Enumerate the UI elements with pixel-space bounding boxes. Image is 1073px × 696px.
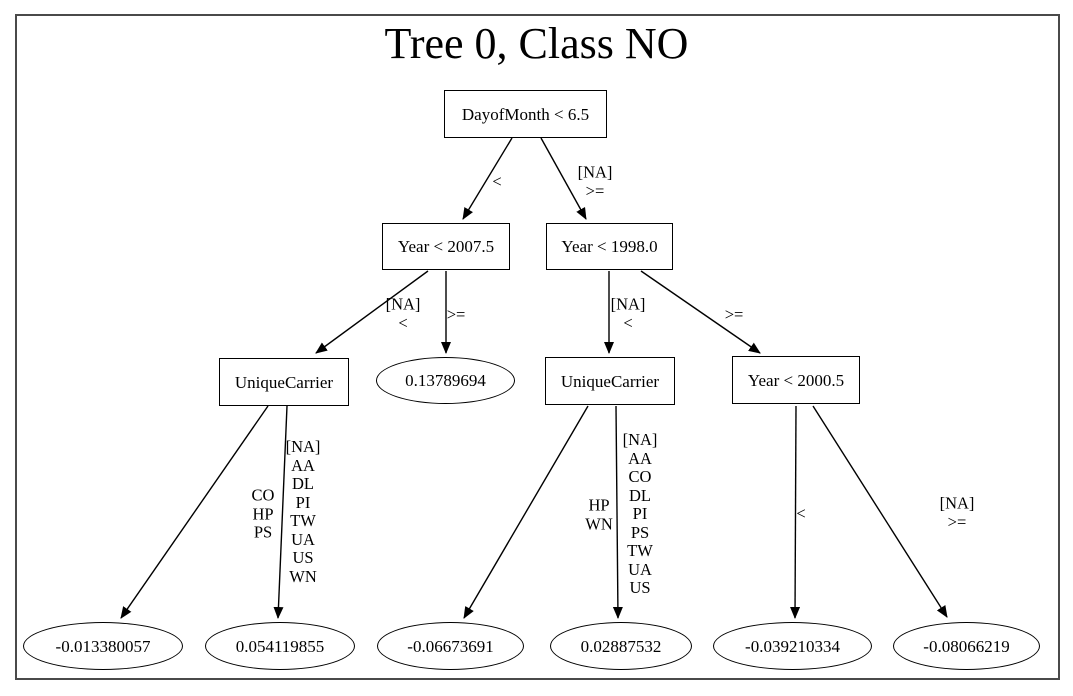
edge-label-y1998-ge: >=: [724, 304, 744, 324]
edge-label-y2007-lt: [NA] <: [385, 294, 421, 332]
leaf-node-n008066219: -0.08066219: [893, 622, 1040, 670]
node-root-dayofmonth: DayofMonth < 6.5: [444, 90, 607, 138]
figure-title: Tree 0, Class NO: [384, 19, 689, 68]
edge-carrier-left-b: [273, 405, 288, 619]
edge-root-ge: [540, 137, 587, 220]
edge-label-y2007-ge: >=: [446, 304, 466, 324]
node-split-year-2000: Year < 2000.5: [732, 356, 860, 404]
edge-label-y1998-lt: [NA] <: [610, 294, 646, 332]
edge-carrier-left-a: [120, 405, 269, 619]
edge-y2000-lt: [790, 405, 801, 619]
edge-label-y2000-ge: [NA] >=: [939, 493, 975, 531]
edge-label-y2000-lt: <: [796, 503, 806, 523]
edge-carrier-right-b: [612, 405, 623, 619]
leaf-node-013789694: 0.13789694: [376, 357, 515, 404]
edge-root-lt: [462, 137, 513, 220]
leaf-node-0054119855: 0.054119855: [205, 622, 355, 670]
edge-y1998-ge: [640, 270, 761, 354]
edge-label-carrier-left-a: CO HP PS: [251, 485, 275, 542]
edge-label-carrier-right-a: HP WN: [585, 495, 613, 533]
edge-carrier-right-a: [463, 405, 589, 619]
node-split-carrier-left: UniqueCarrier: [219, 358, 349, 406]
node-split-year-1998: Year < 1998.0: [546, 223, 673, 270]
edge-label-root-ge: [NA] >=: [577, 162, 613, 200]
leaf-node-n0039210334: -0.039210334: [713, 622, 872, 670]
edge-label-carrier-left-b: [NA] AA DL PI TW UA US WN: [285, 437, 321, 586]
leaf-node-n006673691: -0.06673691: [377, 622, 524, 670]
leaf-node-n0013380057: -0.013380057: [23, 622, 183, 670]
node-split-year-2007: Year < 2007.5: [382, 223, 510, 270]
edge-label-carrier-right-b: [NA] AA CO DL PI PS TW UA US: [622, 429, 658, 597]
edge-label-root-lt: <: [492, 171, 502, 191]
node-split-carrier-right: UniqueCarrier: [545, 357, 675, 405]
edge-y2000-ge: [812, 405, 948, 618]
edge-y2007-lt: [315, 270, 429, 354]
leaf-node-002887532: 0.02887532: [550, 622, 692, 670]
figure-border: [15, 14, 1060, 680]
